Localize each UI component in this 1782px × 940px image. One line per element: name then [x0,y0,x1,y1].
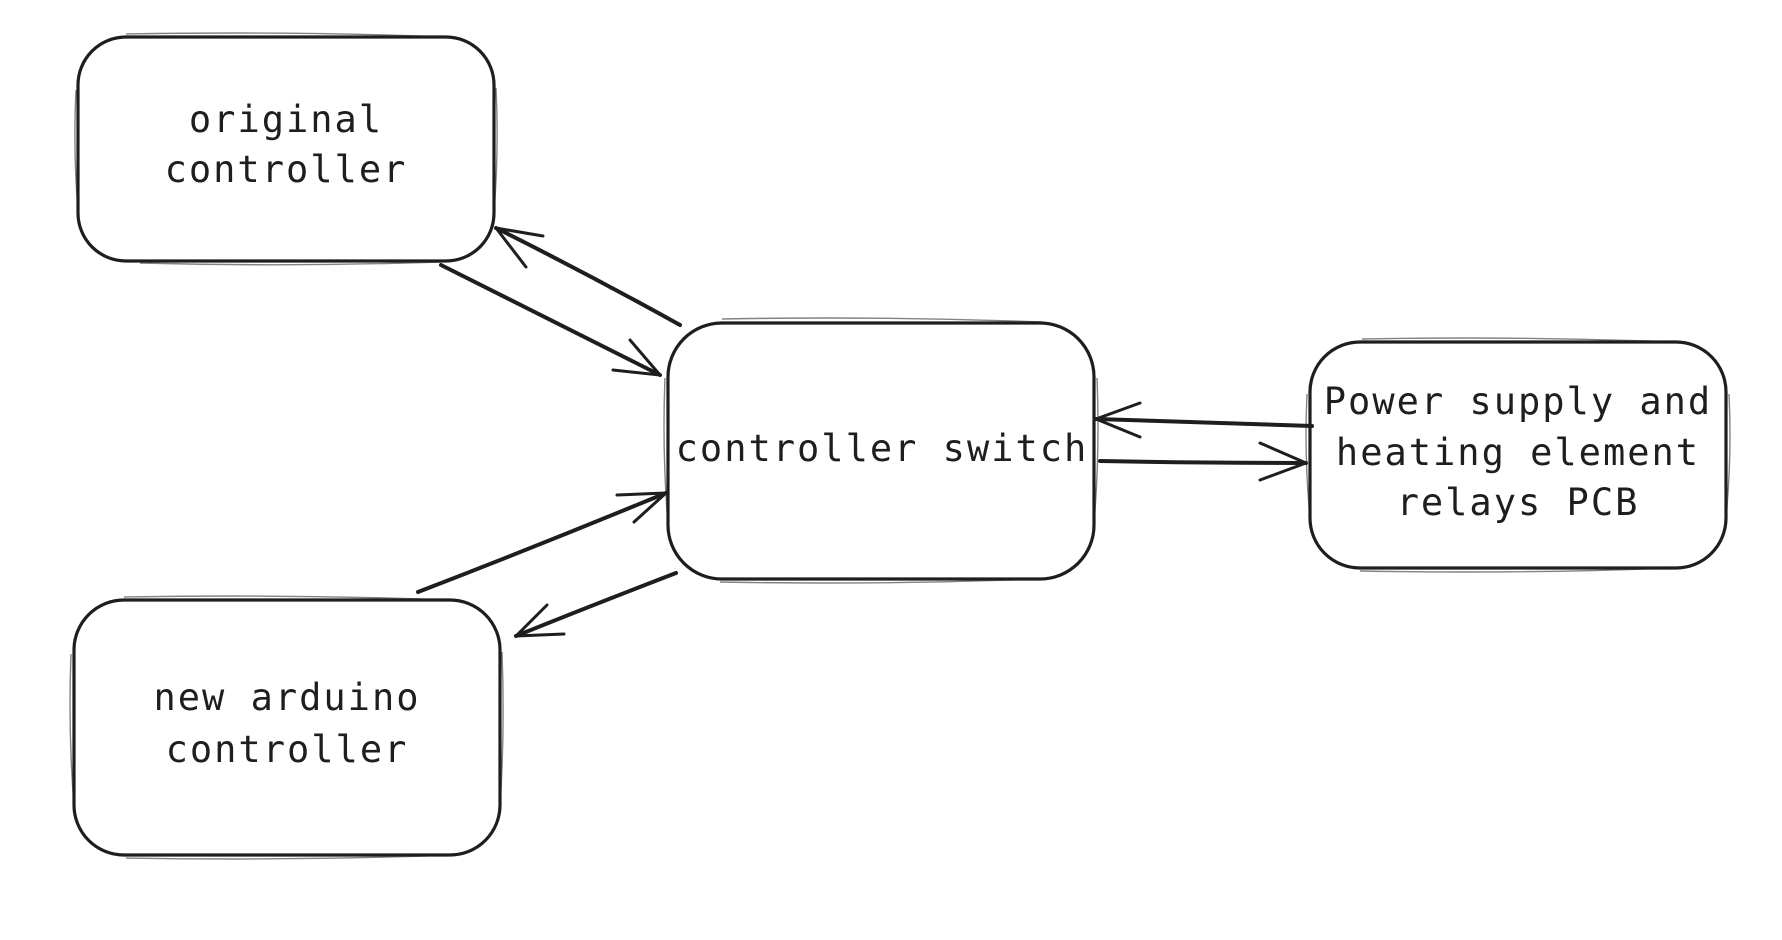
arrow-shaft [416,491,668,594]
node-original-controller[interactable]: original controller [74,32,498,266]
arrow-head [494,226,545,269]
edge-switch-to-original [494,226,682,327]
arrow-shaft [494,226,682,327]
node-power-supply-pcb[interactable]: Power supply and heating element relays … [1305,337,1731,573]
node-label: new arduino [153,676,420,719]
node-label: heating element [1336,431,1700,474]
node-label: controller [165,148,408,191]
arrow-shaft [439,263,662,377]
edge-switch-to-pcb [1098,441,1308,482]
arrow-head [514,603,566,638]
node-new-arduino-controller[interactable]: new arduino controller [69,595,504,860]
node-label: controller switch [676,427,1089,470]
node-sketch-stroke [1305,337,1731,573]
arrow-shaft [514,571,678,638]
node-label: Power supply and [1324,380,1712,423]
node-box [666,321,1096,581]
arrow-head [1258,441,1308,482]
arrow-shaft [1098,459,1308,465]
node-sketch-stroke [69,595,504,860]
edge-original-to-switch [439,263,662,377]
node-label: controller [166,728,409,771]
edge-arduino-to-switch [416,491,668,594]
arrow-shaft [1094,417,1314,428]
node-sketch-stroke [663,317,1099,584]
node-sketch-stroke [74,32,498,266]
node-controller-switch[interactable]: controller switch [663,317,1099,584]
node-box [72,598,502,857]
node-label: original [189,98,383,141]
edge-pcb-to-switch [1094,401,1314,439]
node-box [1308,340,1728,570]
node-box [76,35,496,263]
arrow-head [1094,401,1142,439]
node-label: relays PCB [1397,481,1640,524]
arrow-head [615,491,668,524]
arrow-head [611,338,662,377]
edge-switch-to-arduino [514,571,678,638]
